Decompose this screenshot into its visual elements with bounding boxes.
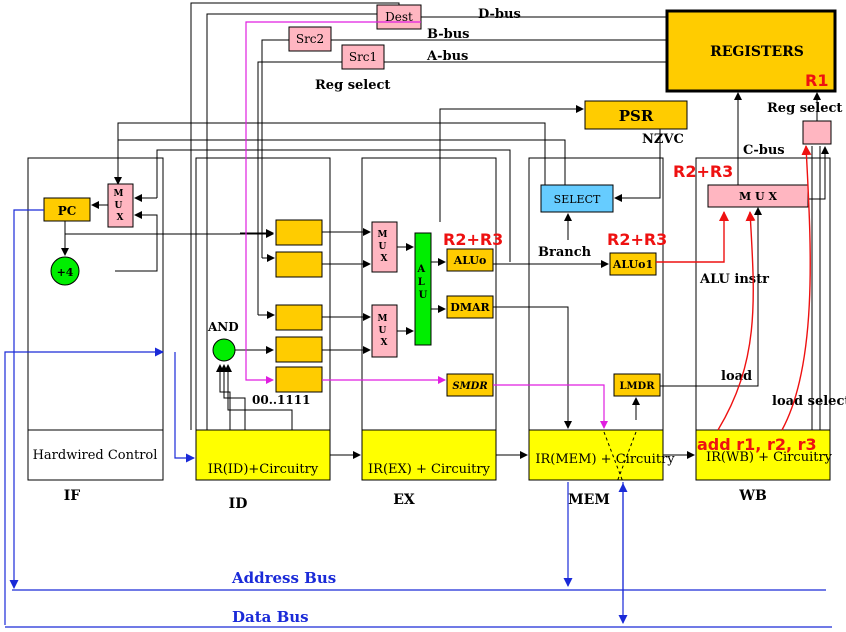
plus4-label: +4 [57, 266, 74, 279]
id-latch-3 [275, 304, 323, 331]
select-unit-label: SELECT [554, 193, 601, 206]
registers-title: REGISTERS [710, 44, 804, 60]
r2-r3-wb-annotation: R2+R3 [673, 162, 733, 181]
branch-label: Branch [538, 245, 592, 260]
ex-mux-bottom-label: M U X [377, 314, 390, 348]
stage-label-if: IF [64, 488, 81, 504]
alu-instr-label: ALU instr [699, 272, 769, 287]
stage-label-ex: EX [393, 492, 415, 508]
ir-mem-label: IR(MEM) + Circuitry [535, 452, 675, 467]
d-bus-label: D-bus [478, 7, 521, 22]
psr-title: PSR [619, 107, 654, 125]
wb-reg-select [802, 120, 832, 145]
plus4-adder [50, 256, 80, 286]
ir-ex-label: IR(EX) + Circuitry [368, 462, 491, 477]
hardwired-control-label: Hardwired Control [33, 448, 158, 463]
id-latch-4 [275, 336, 323, 363]
select-unit [540, 184, 614, 213]
ir-wb-label: IR(WB) + Circuitry [706, 450, 833, 465]
ir-id-box [195, 429, 331, 481]
b-bus-label: B-bus [427, 27, 470, 42]
id-latch-5 [275, 366, 323, 393]
ex-mux-top-label: M U X [377, 230, 390, 264]
c-bus-label: C-bus [743, 143, 785, 158]
ex-mux-bottom [371, 304, 398, 358]
src2-selector [288, 26, 332, 52]
alu [414, 232, 432, 346]
src2-selector-label: Src2 [296, 32, 324, 46]
load-select-label: load select [772, 394, 846, 409]
aluo1-register [609, 252, 657, 276]
lmdr-label: LMDR [619, 381, 655, 392]
dmar-label: DMAR [450, 301, 490, 314]
if-mux-label: M U X [113, 189, 126, 223]
src1-selector-label: Src1 [349, 50, 377, 64]
wb-mux-label: M U X [739, 190, 777, 203]
stage-label-mem: MEM [568, 492, 610, 508]
ir-wb-box [695, 429, 831, 481]
a-bus-label: A-bus [426, 49, 468, 64]
lmdr-register [613, 373, 661, 397]
instruction-annotation: add r1, r2, r3 [697, 435, 817, 454]
stage-label-wb: WB [738, 488, 767, 504]
r2-r3-ex-annotation: R2+R3 [443, 230, 503, 249]
id-latch-1 [275, 219, 323, 246]
aluo1-label: ALUo1 [612, 258, 653, 271]
ir-mem-box [528, 429, 664, 481]
data-bus-label: Data Bus [232, 608, 309, 626]
and-gate-label: AND [207, 320, 239, 334]
reg-select-label: Reg select [315, 78, 390, 93]
id-latch-2 [275, 251, 323, 278]
constant-label: 00..1111 [252, 393, 310, 407]
registers-dest-r1: R1 [805, 71, 828, 90]
wb-reg-select-label: Reg select [767, 101, 842, 116]
alu-label: A L U [416, 264, 428, 301]
dest-selector-label: Dest [385, 10, 413, 24]
smdr-label: SMDR [452, 381, 487, 392]
r2-r3-mem-annotation: R2+R3 [607, 230, 667, 249]
pc-label: PC [58, 204, 77, 218]
ex-mux-top [371, 221, 398, 273]
aluo-label: ALUo [453, 254, 487, 267]
aluo-register [446, 248, 494, 272]
psr-register [584, 100, 688, 130]
address-bus-label: Address Bus [231, 569, 336, 587]
src1-selector [341, 44, 385, 70]
stage-wb-box [695, 157, 831, 481]
dest-selector [376, 4, 422, 30]
psr-flags: NZVC [642, 132, 684, 147]
stage-label-id: ID [229, 496, 248, 512]
and-gate [212, 338, 236, 362]
registers-block [665, 9, 837, 93]
load-label: load [721, 369, 752, 384]
if-mux [107, 183, 134, 228]
ir-id-label: IR(ID)+Circuitry [208, 462, 319, 477]
